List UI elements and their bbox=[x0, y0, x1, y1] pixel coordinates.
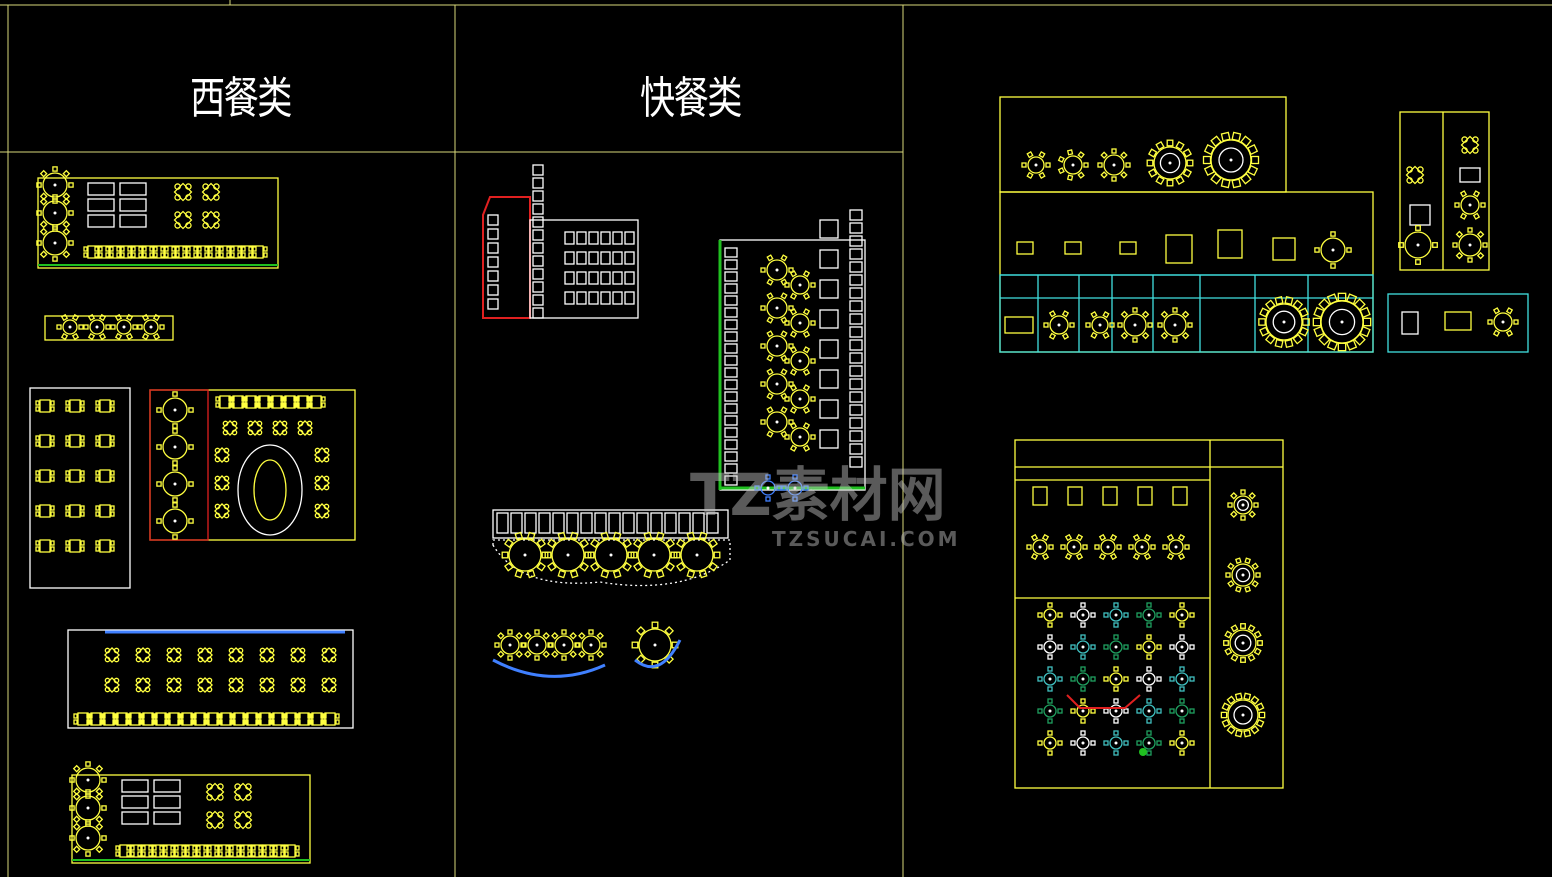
section-title-western: 西餐类 bbox=[190, 73, 292, 124]
western-plan-2 bbox=[44, 313, 174, 341]
side-legend bbox=[1398, 111, 1490, 271]
western-plan-3 bbox=[29, 387, 356, 589]
fastfood-plan-3 bbox=[492, 509, 731, 587]
watermark-brand: TZ素材网 bbox=[690, 461, 946, 529]
mixed-symbols-sheet bbox=[1014, 439, 1284, 789]
small-table-legend bbox=[1387, 293, 1529, 353]
western-plan-5 bbox=[69, 761, 311, 864]
fastfood-plan-4 bbox=[492, 621, 682, 678]
fastfood-plan-2 bbox=[718, 209, 866, 502]
western-plan-4 bbox=[67, 629, 354, 729]
round-table-legend bbox=[999, 96, 1287, 193]
fastfood-plan-1 bbox=[482, 164, 639, 319]
watermark-url: TZSUCAI.COM bbox=[772, 527, 961, 551]
furniture-symbols bbox=[29, 96, 1529, 864]
western-plan-1 bbox=[36, 166, 279, 269]
section-title-fastfood: 快餐类 bbox=[640, 73, 742, 124]
table-size-grid bbox=[999, 191, 1374, 353]
